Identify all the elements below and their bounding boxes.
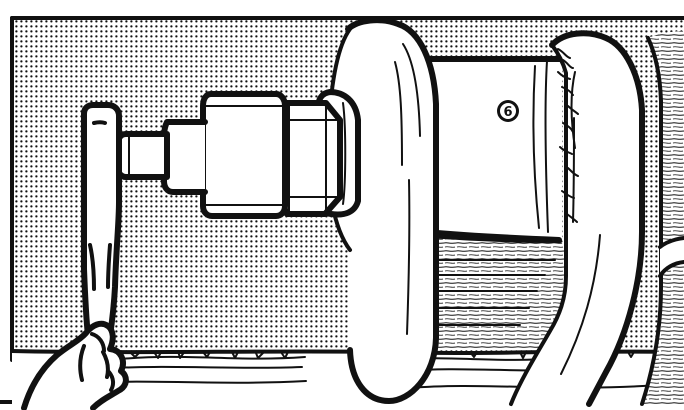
socket-adapter xyxy=(203,94,285,216)
right-large-arm xyxy=(511,33,642,405)
right-arm-rough-edge xyxy=(557,48,579,223)
socket-adapter-outline xyxy=(200,91,288,219)
hand-finger-lines xyxy=(78,332,116,392)
housing-body xyxy=(425,56,562,240)
drive-adapter xyxy=(118,134,167,177)
right-large-arm-inner-edge xyxy=(509,43,568,406)
socket-adapter-lines xyxy=(204,105,285,206)
lower-band-hatching xyxy=(69,355,661,389)
callout-number: 6 xyxy=(503,105,512,120)
left-large-arm-outline xyxy=(345,17,439,404)
ratchet-handle-outline xyxy=(81,102,122,339)
ribbed-lines xyxy=(429,259,556,326)
callout-nut-face xyxy=(500,103,516,119)
socket-neck-outline xyxy=(161,119,208,195)
hex-nut xyxy=(279,103,340,214)
socket-neck xyxy=(164,122,205,192)
far-right-arm-edge xyxy=(640,36,663,406)
ratchet-handle-details xyxy=(88,120,112,291)
hand-outline xyxy=(21,320,129,410)
hand xyxy=(24,323,126,408)
left-large-arm-shading xyxy=(394,43,421,335)
right-large-arm-outline xyxy=(549,30,645,407)
washer-shading xyxy=(342,102,347,205)
hex-nut-facets xyxy=(278,102,341,214)
housing-shading xyxy=(532,60,549,233)
